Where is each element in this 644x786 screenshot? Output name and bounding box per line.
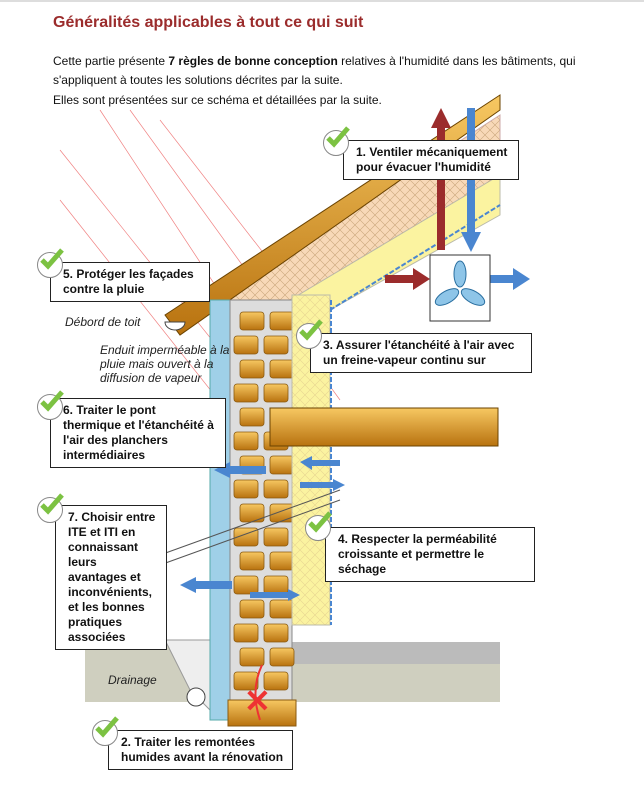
- brick: [263, 623, 289, 643]
- render-note: Enduit imperméable à la pluie mais ouver…: [100, 343, 230, 385]
- check-icon: [37, 493, 64, 523]
- brick: [239, 551, 265, 571]
- check-icon: [37, 390, 64, 420]
- intro-line2: Elles sont présentées sur ce schéma et d…: [53, 93, 382, 107]
- brick: [239, 311, 265, 331]
- top-divider: [0, 0, 644, 2]
- cross-icon: ✕: [244, 683, 271, 719]
- brick: [239, 359, 265, 379]
- check-icon: [92, 716, 119, 746]
- slab: [290, 642, 500, 664]
- brick: [233, 335, 259, 355]
- brick: [263, 527, 289, 547]
- brick: [269, 455, 295, 475]
- brick: [263, 671, 289, 691]
- fan-icon: [434, 260, 486, 306]
- brick: [233, 383, 259, 403]
- intro-paragraph: Cette partie présente 7 règles de bonne …: [53, 52, 613, 90]
- brick: [233, 479, 259, 499]
- brick: [269, 311, 295, 331]
- brick: [233, 623, 259, 643]
- brick: [233, 431, 259, 451]
- brick: [263, 383, 289, 403]
- rule-4-permeability: 4. Respecter la perméabilité croissante …: [325, 527, 535, 582]
- roof-overhang-note: Débord de toit: [65, 315, 141, 329]
- check-icon: [296, 319, 323, 349]
- brick: [233, 671, 259, 691]
- brick: [269, 647, 295, 667]
- brick: [263, 575, 289, 595]
- intro-text-end: relatives à l'humidité dans les bâtiment…: [53, 54, 576, 87]
- check-icon: [323, 126, 350, 156]
- rule-1-ventilation: 1. Ventiler mécaniquement pour évacuer l…: [343, 140, 519, 180]
- brick: [269, 503, 295, 523]
- intro-bold: 7 règles de bonne conception: [168, 54, 338, 68]
- brick: [233, 575, 259, 595]
- drain-pipe: [186, 687, 206, 707]
- brick: [239, 503, 265, 523]
- foundation: [227, 699, 297, 727]
- brick: [239, 647, 265, 667]
- rule-2-rising-damp: 2. Traiter les remontées humides avant l…: [108, 730, 293, 770]
- brick: [269, 359, 295, 379]
- brick: [239, 599, 265, 619]
- check-icon: [305, 511, 332, 541]
- brick: [263, 335, 289, 355]
- intro-text: Cette partie présente: [53, 54, 169, 68]
- rule-7-ite-iti: 7. Choisir entre ITE et ITI en connaissa…: [55, 505, 167, 650]
- rule-3-air-tightness: 3. Assurer l'étanchéité à l'air avec un …: [310, 333, 532, 373]
- fan-box: [429, 254, 491, 322]
- vapour-arrows: [180, 456, 345, 601]
- bricks: [233, 311, 295, 691]
- brick: [269, 551, 295, 571]
- floor-beam: [269, 407, 499, 447]
- rising-damp-arrow: [254, 664, 263, 721]
- gutter: [164, 321, 186, 331]
- drainage-note: Drainage: [108, 673, 157, 687]
- brick: [263, 479, 289, 499]
- rule-6-thermal-bridge: 6. Traiter le pont thermique et l'étanch…: [50, 398, 226, 468]
- check-icon: [37, 248, 64, 278]
- rule-5-facade-protection: 5. Protéger les façades contre la pluie: [50, 262, 210, 302]
- page-title: Généralités applicables à tout ce qui su…: [53, 14, 364, 31]
- brick: [269, 599, 295, 619]
- brick: [233, 527, 259, 547]
- brick: [239, 407, 265, 427]
